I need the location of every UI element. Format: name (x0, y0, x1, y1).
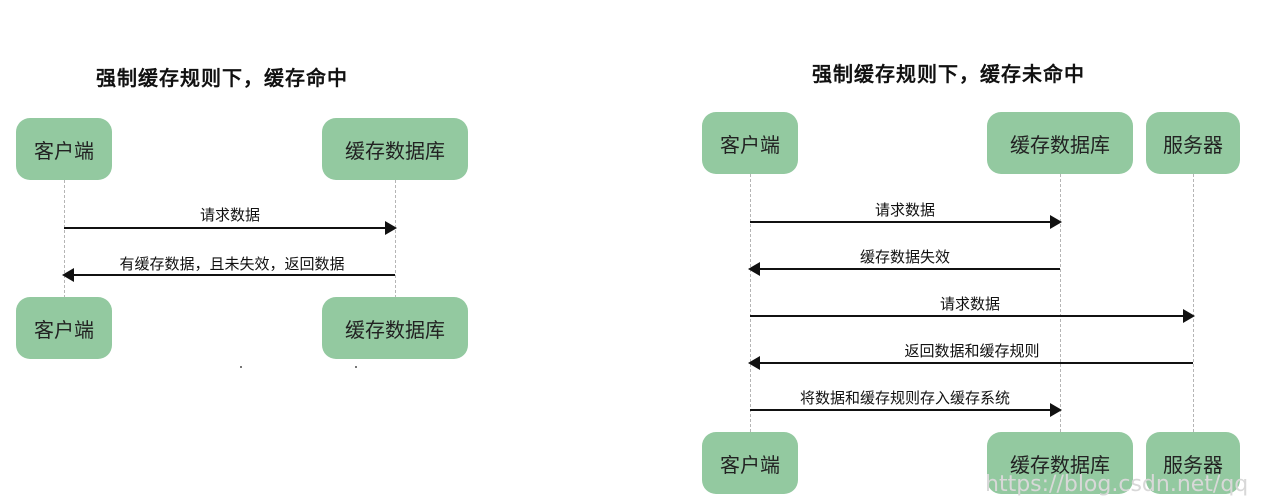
left-client-box-bottom: 客户端 (16, 297, 112, 359)
right-cache-lifeline (1060, 174, 1061, 432)
right-msg-5-label: 将数据和缓存规则存入缓存系统 (799, 389, 1011, 407)
left-client-lifeline (64, 180, 65, 298)
left-cache-lifeline (395, 180, 396, 298)
right-msg-4-label: 返回数据和缓存规则 (904, 342, 1040, 360)
right-msg-1-arrow (750, 215, 1062, 229)
right-client-lifeline (750, 174, 751, 432)
right-server-box-bottom: 服务器 (1146, 432, 1240, 494)
right-msg-5-arrow (750, 403, 1062, 417)
right-server-box-top: 服务器 (1146, 112, 1240, 174)
right-cache-box-top: 缓存数据库 (987, 112, 1133, 174)
watermark: https://blog.csdn.net/qq (985, 472, 1249, 497)
right-msg-3-arrow (750, 309, 1195, 323)
right-cache-box-bottom: 缓存数据库 (987, 432, 1133, 494)
right-msg-4-arrow (748, 356, 1193, 370)
left-msg-2-arrow (62, 268, 395, 282)
stray-dot (355, 366, 357, 368)
stray-dot (240, 366, 242, 368)
right-msg-1-label: 请求数据 (874, 201, 936, 219)
left-cache-box-top: 缓存数据库 (322, 118, 468, 180)
left-msg-1-label: 请求数据 (199, 206, 261, 224)
left-msg-2-label: 有缓存数据，且未失效，返回数据 (119, 255, 345, 273)
right-msg-2-arrow (748, 262, 1060, 276)
right-diagram-title: 强制缓存规则下，缓存未命中 (812, 62, 1085, 86)
right-msg-2-label: 缓存数据失效 (859, 248, 951, 266)
left-cache-box-bottom: 缓存数据库 (322, 297, 468, 359)
right-client-box-bottom: 客户端 (702, 432, 798, 494)
right-server-lifeline (1193, 174, 1194, 432)
right-msg-3-label: 请求数据 (939, 295, 1001, 313)
left-msg-1-arrow (64, 221, 397, 235)
left-client-box-top: 客户端 (16, 118, 112, 180)
right-client-box-top: 客户端 (702, 112, 798, 174)
left-diagram-title: 强制缓存规则下，缓存命中 (96, 66, 348, 90)
